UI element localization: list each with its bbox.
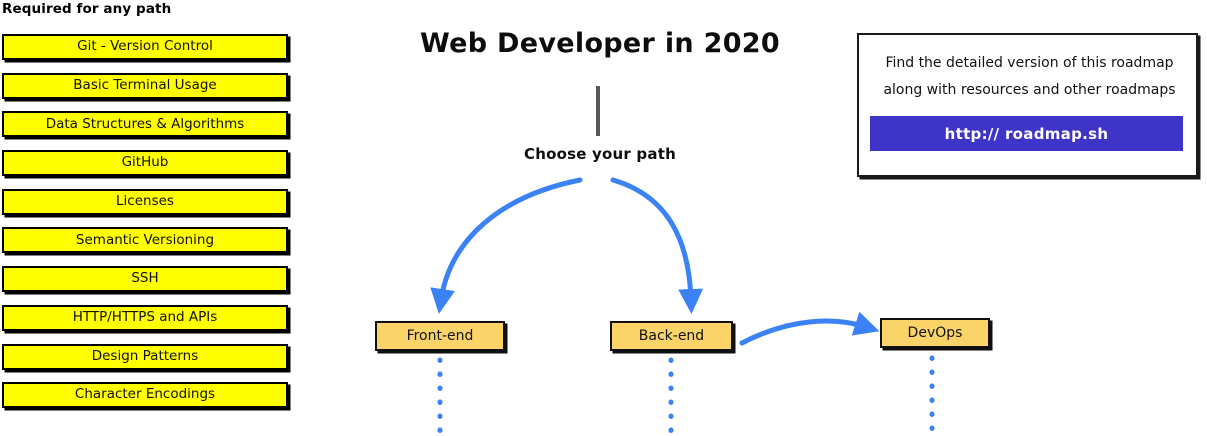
required-items-list: Git - Version Control Basic Terminal Usa… — [2, 34, 288, 421]
required-item-label: HTTP/HTTPS and APIs — [72, 309, 218, 326]
roadmap-title: Web Developer in 2020 — [420, 28, 780, 59]
required-item-label: Basic Terminal Usage — [73, 76, 217, 93]
path-box-backend[interactable]: Back-end — [610, 321, 733, 351]
choose-your-path-label: Choose your path — [524, 145, 676, 163]
required-section-heading: Required for any path — [2, 1, 172, 17]
required-item-label: SSH — [131, 270, 159, 287]
path-box-frontend[interactable]: Front-end — [375, 321, 505, 351]
required-item-http-https-apis[interactable]: HTTP/HTTPS and APIs — [2, 304, 288, 331]
branch-arrow-frontend — [430, 177, 583, 314]
required-item-design-patterns[interactable]: Design Patterns — [2, 343, 288, 370]
roadmap-sh-link-label: http:// roadmap.sh — [944, 124, 1109, 143]
required-item-label: Licenses — [116, 193, 174, 209]
required-item-git[interactable]: Git - Version Control — [2, 34, 288, 60]
required-item-github[interactable]: GitHub — [2, 150, 288, 177]
required-item-label: Semantic Versioning — [75, 231, 215, 248]
info-card-line-2: along with resources and other roadmaps — [883, 82, 1176, 98]
title-stem-line — [596, 86, 600, 136]
required-item-ssh[interactable]: SSH — [2, 266, 288, 293]
info-card-line-1: Find the detailed version of this roadma… — [885, 55, 1174, 71]
required-item-label: Data Structures & Algorithms — [45, 115, 245, 132]
path-box-label: DevOps — [907, 325, 963, 341]
required-item-label: Git - Version Control — [77, 38, 213, 55]
path-box-label: Front-end — [406, 328, 474, 344]
required-for-any-path-section: Required for any path Git - Version Cont… — [0, 0, 300, 436]
branch-arrow-backend — [610, 177, 704, 314]
roadmap-sh-link-button[interactable]: http:// roadmap.sh — [870, 116, 1183, 151]
required-item-data-structures[interactable]: Data Structures & Algorithms — [2, 111, 288, 138]
info-card: Find the detailed version of this roadma… — [857, 33, 1198, 177]
required-item-licenses[interactable]: Licenses — [2, 188, 288, 215]
required-item-label: Design Patterns — [91, 347, 199, 364]
required-item-terminal[interactable]: Basic Terminal Usage — [2, 72, 288, 99]
required-item-character-encodings[interactable]: Character Encodings — [2, 382, 288, 409]
required-item-label: Character Encodings — [74, 386, 216, 403]
required-item-label: GitHub — [121, 154, 169, 171]
path-box-devops[interactable]: DevOps — [880, 318, 990, 348]
branch-arrow-devops — [739, 311, 880, 346]
required-item-semantic-versioning[interactable]: Semantic Versioning — [2, 227, 288, 254]
path-box-label: Back-end — [638, 328, 705, 344]
